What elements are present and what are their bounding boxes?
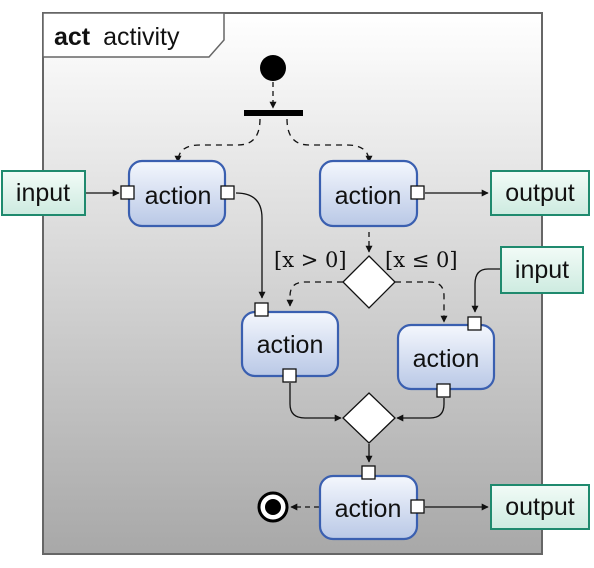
activity-frame xyxy=(42,12,543,555)
action-node-2[interactable]: action xyxy=(318,159,419,228)
guard-left: [x > 0] xyxy=(274,248,347,272)
edge-decision-action4 xyxy=(395,281,448,323)
edge-fork-action1 xyxy=(174,118,261,163)
action-5-label: action xyxy=(335,495,402,523)
action-5-output-pin[interactable] xyxy=(410,499,425,514)
action-3-label: action xyxy=(257,331,324,359)
action-1-input-pin[interactable] xyxy=(120,185,135,200)
guard-right: [x ≤ 0] xyxy=(385,248,458,272)
output-parameter-1-label: output xyxy=(505,179,575,207)
action-node-5[interactable]: action xyxy=(318,474,419,541)
input-parameter-1-label: input xyxy=(16,179,70,207)
fork-bar[interactable] xyxy=(244,110,303,116)
frame-keyword: act xyxy=(54,23,91,51)
edge-action1-action3 xyxy=(235,192,266,299)
input-parameter-2-label: input xyxy=(515,256,569,284)
input-parameter-2[interactable]: input xyxy=(500,246,584,294)
action-node-4[interactable]: action xyxy=(396,323,496,391)
merge-node[interactable] xyxy=(342,392,396,444)
action-3-output-pin[interactable] xyxy=(282,368,297,383)
action-1-label: action xyxy=(145,182,212,210)
action-3-input-pin[interactable] xyxy=(254,302,269,317)
initial-node[interactable] xyxy=(260,55,286,81)
action-node-1[interactable]: action xyxy=(127,159,227,228)
final-node[interactable] xyxy=(257,491,289,523)
action-2-output-pin[interactable] xyxy=(410,185,425,200)
action-4-label: action xyxy=(413,345,480,373)
action-node-3[interactable]: action xyxy=(240,310,340,378)
frame-name: activity xyxy=(103,23,180,51)
edge-action3-merge xyxy=(289,383,342,422)
action-1-output-pin[interactable] xyxy=(220,185,235,200)
frame-title: act activity xyxy=(54,23,180,51)
decision-node[interactable] xyxy=(342,255,396,309)
edge-input2-action4 xyxy=(471,268,501,313)
output-parameter-2[interactable]: output xyxy=(490,484,590,530)
action-5-input-pin[interactable] xyxy=(361,465,376,480)
edge-decision-action3 xyxy=(286,281,343,307)
frame-name-tab xyxy=(42,12,225,58)
output-parameter-2-label: output xyxy=(505,493,575,521)
input-parameter-1[interactable]: input xyxy=(1,170,86,216)
output-parameter-1[interactable]: output xyxy=(490,170,590,216)
action-4-input-pin[interactable] xyxy=(467,316,482,331)
action-2-label: action xyxy=(335,182,402,210)
edge-fork-action2 xyxy=(286,118,373,163)
action-4-output-pin[interactable] xyxy=(436,383,451,398)
edge-action4-merge xyxy=(396,398,445,422)
